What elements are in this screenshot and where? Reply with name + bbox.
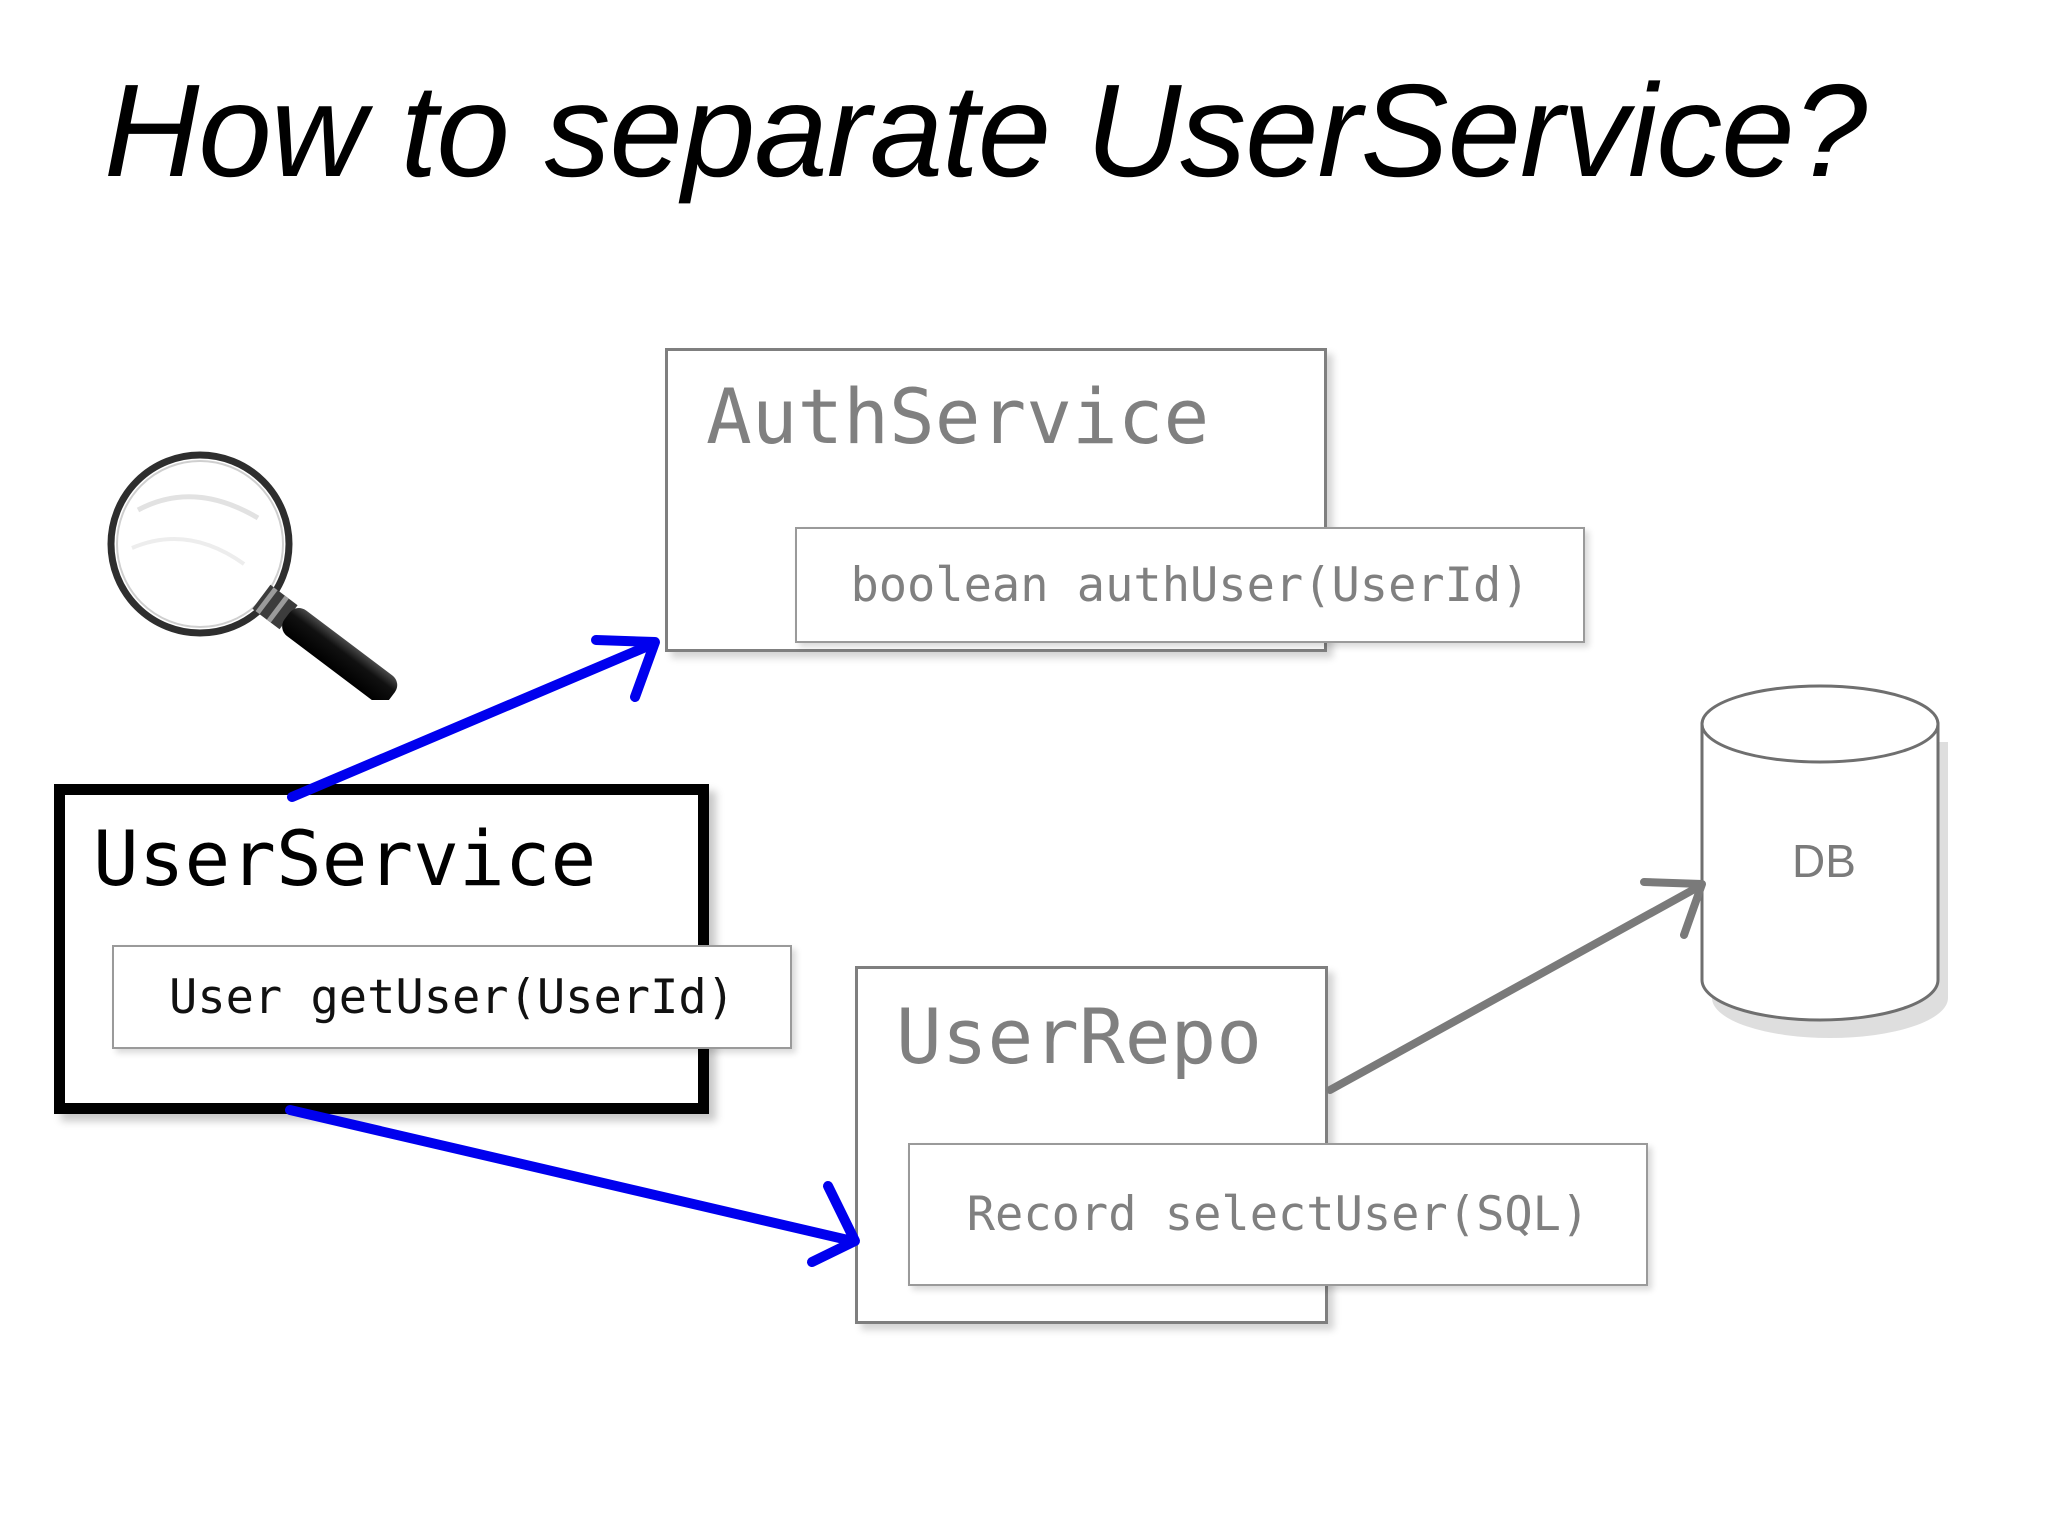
class-title-authservice: AuthService bbox=[706, 372, 1210, 461]
class-title-userrepo: UserRepo bbox=[896, 992, 1263, 1081]
arrow-userrepo-to-db bbox=[1326, 878, 1706, 1094]
page-title: How to separate UserService? bbox=[104, 57, 1867, 204]
database-cylinder[interactable]: DB bbox=[1700, 684, 1948, 1038]
arrow-userservice-to-userrepo bbox=[285, 1105, 860, 1267]
database-label: DB bbox=[1792, 835, 1856, 887]
method-signature-userrepo: Record selectUser(SQL) bbox=[966, 1187, 1590, 1242]
method-signature-userservice: User getUser(UserId) bbox=[169, 969, 735, 1025]
class-title-userservice: UserService bbox=[93, 814, 597, 903]
magnifier-icon bbox=[66, 440, 466, 704]
method-box-userservice[interactable]: User getUser(UserId) bbox=[112, 945, 792, 1049]
method-signature-authservice: boolean authUser(UserId) bbox=[850, 557, 1530, 613]
method-box-authservice[interactable]: boolean authUser(UserId) bbox=[795, 527, 1585, 643]
method-box-userrepo[interactable]: Record selectUser(SQL) bbox=[908, 1143, 1648, 1286]
